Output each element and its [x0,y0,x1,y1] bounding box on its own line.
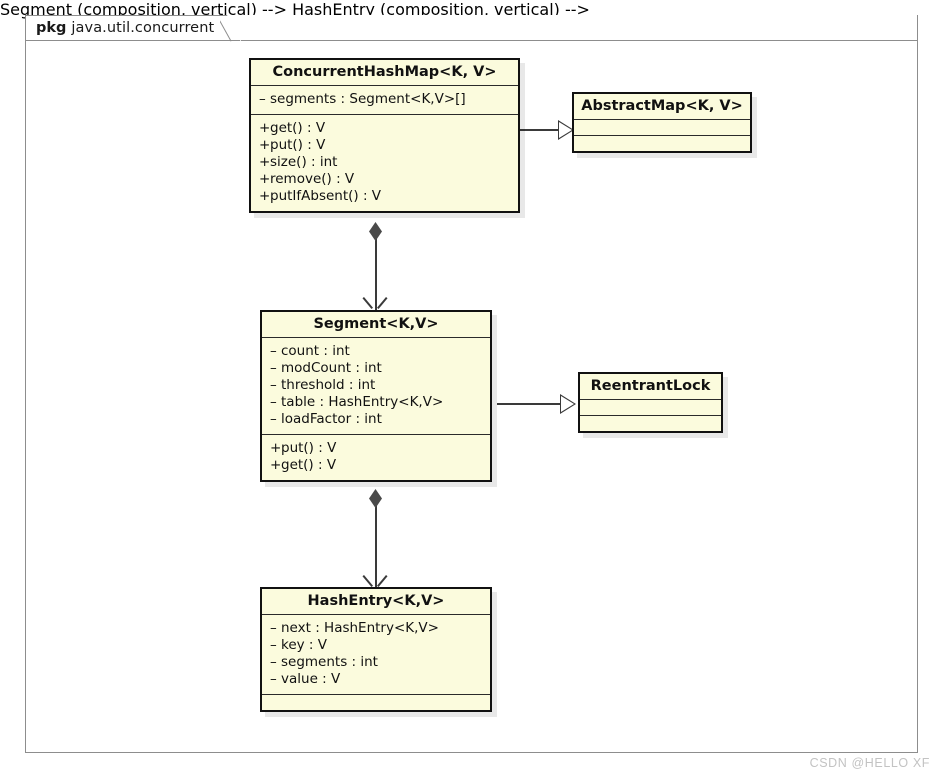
class-title-segment: Segment<K,V> [262,312,490,338]
composition-diamond-chm [369,222,382,241]
generalization-arrowhead-abstractmap [559,122,572,138]
attribute-label: threshold : int [281,377,376,393]
class-title-abstractmap: AbstractMap<K, V> [574,94,750,120]
class-box-concurrenthashmap[interactable]: ConcurrentHashMap<K, V> –segments : Segm… [249,58,520,213]
methods-compartment-abstractmap [574,136,750,151]
method-label: get() : V [281,457,337,473]
composition-diamond-segment [369,489,382,508]
package-tab: pkg java.util.concurrent [25,15,242,44]
attributes-compartment-segment: –count : int –modCount : int –threshold … [262,338,490,435]
visibility-marker: + [259,188,271,204]
attribute-label: next : HashEntry<K,V> [281,620,439,636]
method-row: +put() : V [270,440,482,457]
arrowhead-hashentry [362,575,388,591]
attributes-compartment-abstractmap [574,120,750,136]
visibility-marker: + [270,457,282,473]
method-label: size() : int [270,154,338,170]
attribute-row: –threshold : int [270,377,482,394]
method-row: +get() : V [259,120,510,137]
visibility-marker: + [270,440,282,456]
visibility-marker: + [259,137,271,153]
method-row: +put() : V [259,137,510,154]
connector-chm-to-segment-line [375,231,377,310]
class-title-hashentry: HashEntry<K,V> [262,589,490,615]
arrowhead-segment [362,297,388,313]
visibility-marker: + [259,120,271,136]
package-name: java.util.concurrent [71,20,215,36]
attribute-label: count : int [281,343,350,359]
method-row: +putIfAbsent() : V [259,188,510,205]
attribute-row: –next : HashEntry<K,V> [270,620,482,637]
attribute-row: –segments : Segment<K,V>[] [259,91,510,108]
attribute-row: –table : HashEntry<K,V> [270,394,482,411]
method-label: get() : V [270,120,326,136]
visibility-marker: – [270,377,277,393]
visibility-marker: – [270,671,277,687]
attribute-label: table : HashEntry<K,V> [281,394,444,410]
visibility-marker: – [270,394,277,410]
attribute-label: segments : int [281,654,378,670]
visibility-marker: – [270,343,277,359]
attribute-row: –value : V [270,671,482,688]
visibility-marker: – [270,411,277,427]
method-label: remove() : V [270,171,355,187]
visibility-marker: + [259,171,271,187]
attribute-row: –segments : int [270,654,482,671]
visibility-marker: + [259,154,271,170]
methods-compartment-segment: +put() : V +get() : V [262,435,490,480]
class-box-reentrantlock[interactable]: ReentrantLock [578,372,723,433]
class-box-abstractmap[interactable]: AbstractMap<K, V> [572,92,752,153]
attributes-compartment-reentrantlock [580,400,721,416]
connector-segment-to-reentrantlock-line [497,403,565,405]
package-frame-top-border [232,40,918,41]
visibility-marker: – [259,91,266,107]
method-label: putIfAbsent() : V [270,188,382,204]
connector-segment-to-hashentry-line [375,498,377,588]
class-title-reentrantlock: ReentrantLock [580,374,721,400]
watermark: CSDN @HELLO XF [809,756,930,770]
attribute-label: modCount : int [281,360,382,376]
attribute-label: value : V [281,671,341,687]
class-title-concurrenthashmap: ConcurrentHashMap<K, V> [251,60,518,86]
methods-compartment-concurrenthashmap: +get() : V +put() : V +size() : int +rem… [251,115,518,211]
connector-chm-to-abstractmap-line [519,129,563,131]
visibility-marker: – [270,637,277,653]
method-row: +size() : int [259,154,510,171]
visibility-marker: – [270,360,277,376]
package-tab-fold-line [220,16,240,44]
method-row: +remove() : V [259,171,510,188]
method-label: put() : V [281,440,337,456]
visibility-marker: – [270,620,277,636]
generalization-arrowhead-reentrantlock [561,396,574,412]
attribute-label: segments : Segment<K,V>[] [270,91,466,107]
attribute-label: key : V [281,637,327,653]
attribute-row: –loadFactor : int [270,411,482,428]
visibility-marker: – [270,654,277,670]
method-row: +get() : V [270,457,482,474]
methods-compartment-reentrantlock [580,416,721,431]
package-keyword: pkg [36,20,67,36]
attribute-label: loadFactor : int [281,411,382,427]
attribute-row: –modCount : int [270,360,482,377]
attributes-compartment-concurrenthashmap: –segments : Segment<K,V>[] [251,86,518,115]
attributes-compartment-hashentry: –next : HashEntry<K,V> –key : V –segment… [262,615,490,695]
method-label: put() : V [270,137,326,153]
methods-compartment-hashentry [262,695,490,710]
attribute-row: –count : int [270,343,482,360]
class-box-hashentry[interactable]: HashEntry<K,V> –next : HashEntry<K,V> –k… [260,587,492,712]
attribute-row: –key : V [270,637,482,654]
class-box-segment[interactable]: Segment<K,V> –count : int –modCount : in… [260,310,492,482]
